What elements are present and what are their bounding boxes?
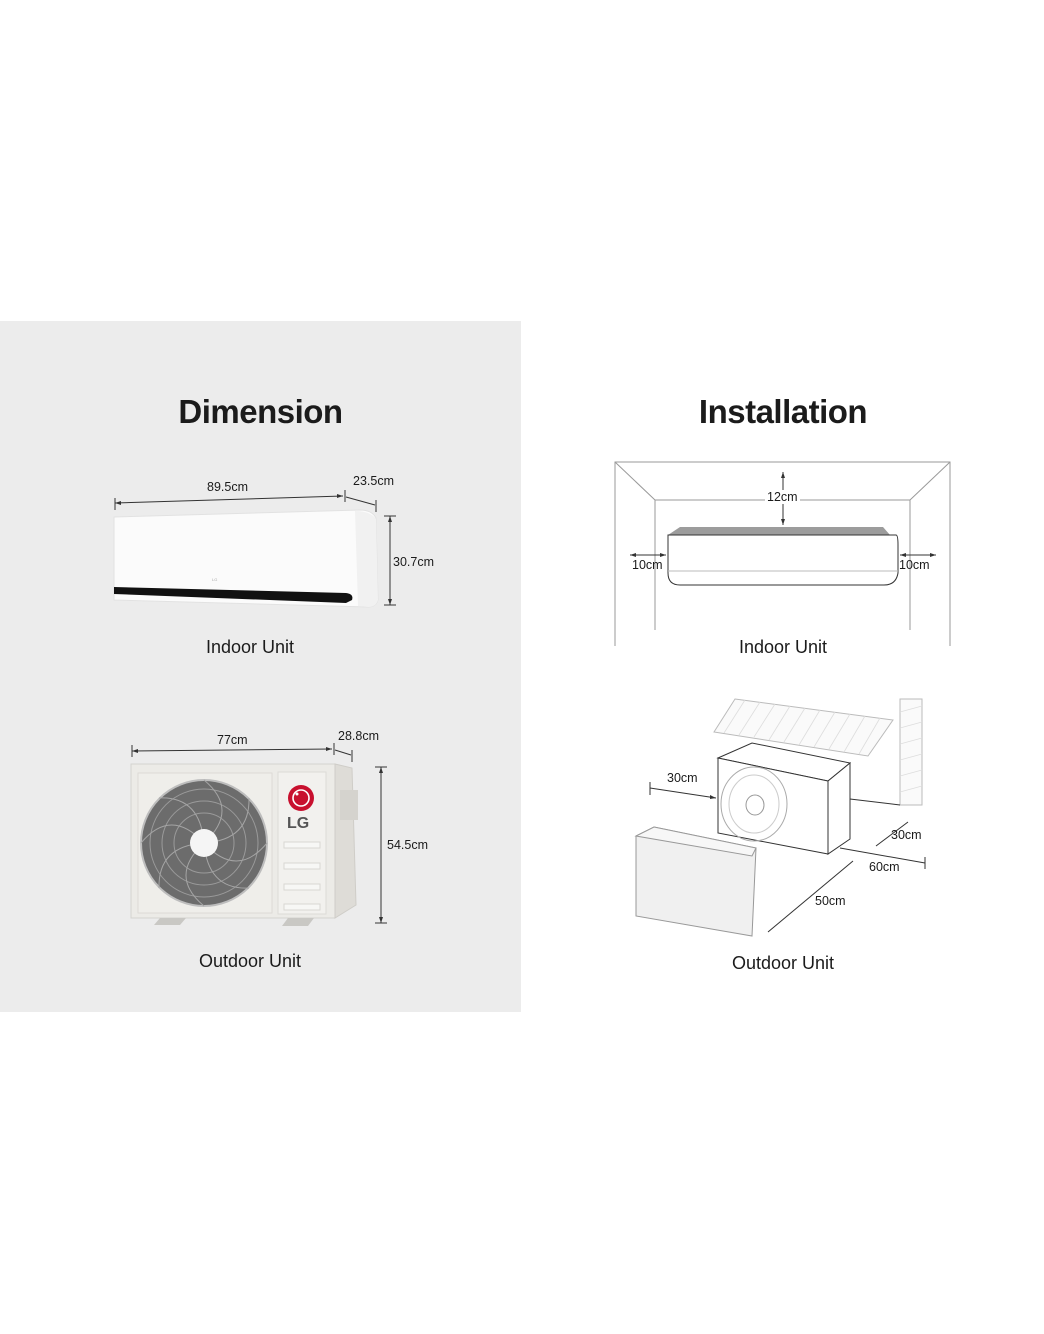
outdoor-depth-label: 28.8cm	[338, 729, 379, 743]
outdoor-front-clearance-label: 50cm	[815, 894, 846, 908]
outdoor-side-clearance-label: 60cm	[869, 860, 900, 874]
installation-indoor-caption: Indoor Unit	[738, 637, 828, 657]
dimension-outdoor-caption: Outdoor Unit	[198, 951, 302, 971]
install-left-clearance-label: 10cm	[632, 558, 663, 572]
lg-logo-text: LG	[287, 815, 310, 832]
svg-text:LG: LG	[212, 577, 217, 582]
indoor-depth-label: 23.5cm	[353, 474, 394, 488]
dimension-indoor-caption: Indoor Unit	[205, 637, 295, 657]
install-top-clearance-label: 12cm	[765, 490, 800, 504]
dimension-title: Dimension	[178, 393, 343, 430]
install-right-clearance-label: 10cm	[899, 558, 930, 572]
installation-outdoor-caption: Outdoor Unit	[731, 953, 835, 973]
indoor-height-label: 30.7cm	[393, 555, 434, 569]
installation-title: Installation	[698, 393, 868, 430]
outdoor-height-label: 54.5cm	[387, 838, 428, 852]
indoor-width-label: 89.5cm	[207, 480, 248, 494]
outdoor-left-clearance-label: 30cm	[667, 771, 698, 785]
outdoor-width-label: 77cm	[217, 733, 248, 747]
outdoor-rear-clearance-label: 30cm	[891, 828, 922, 842]
